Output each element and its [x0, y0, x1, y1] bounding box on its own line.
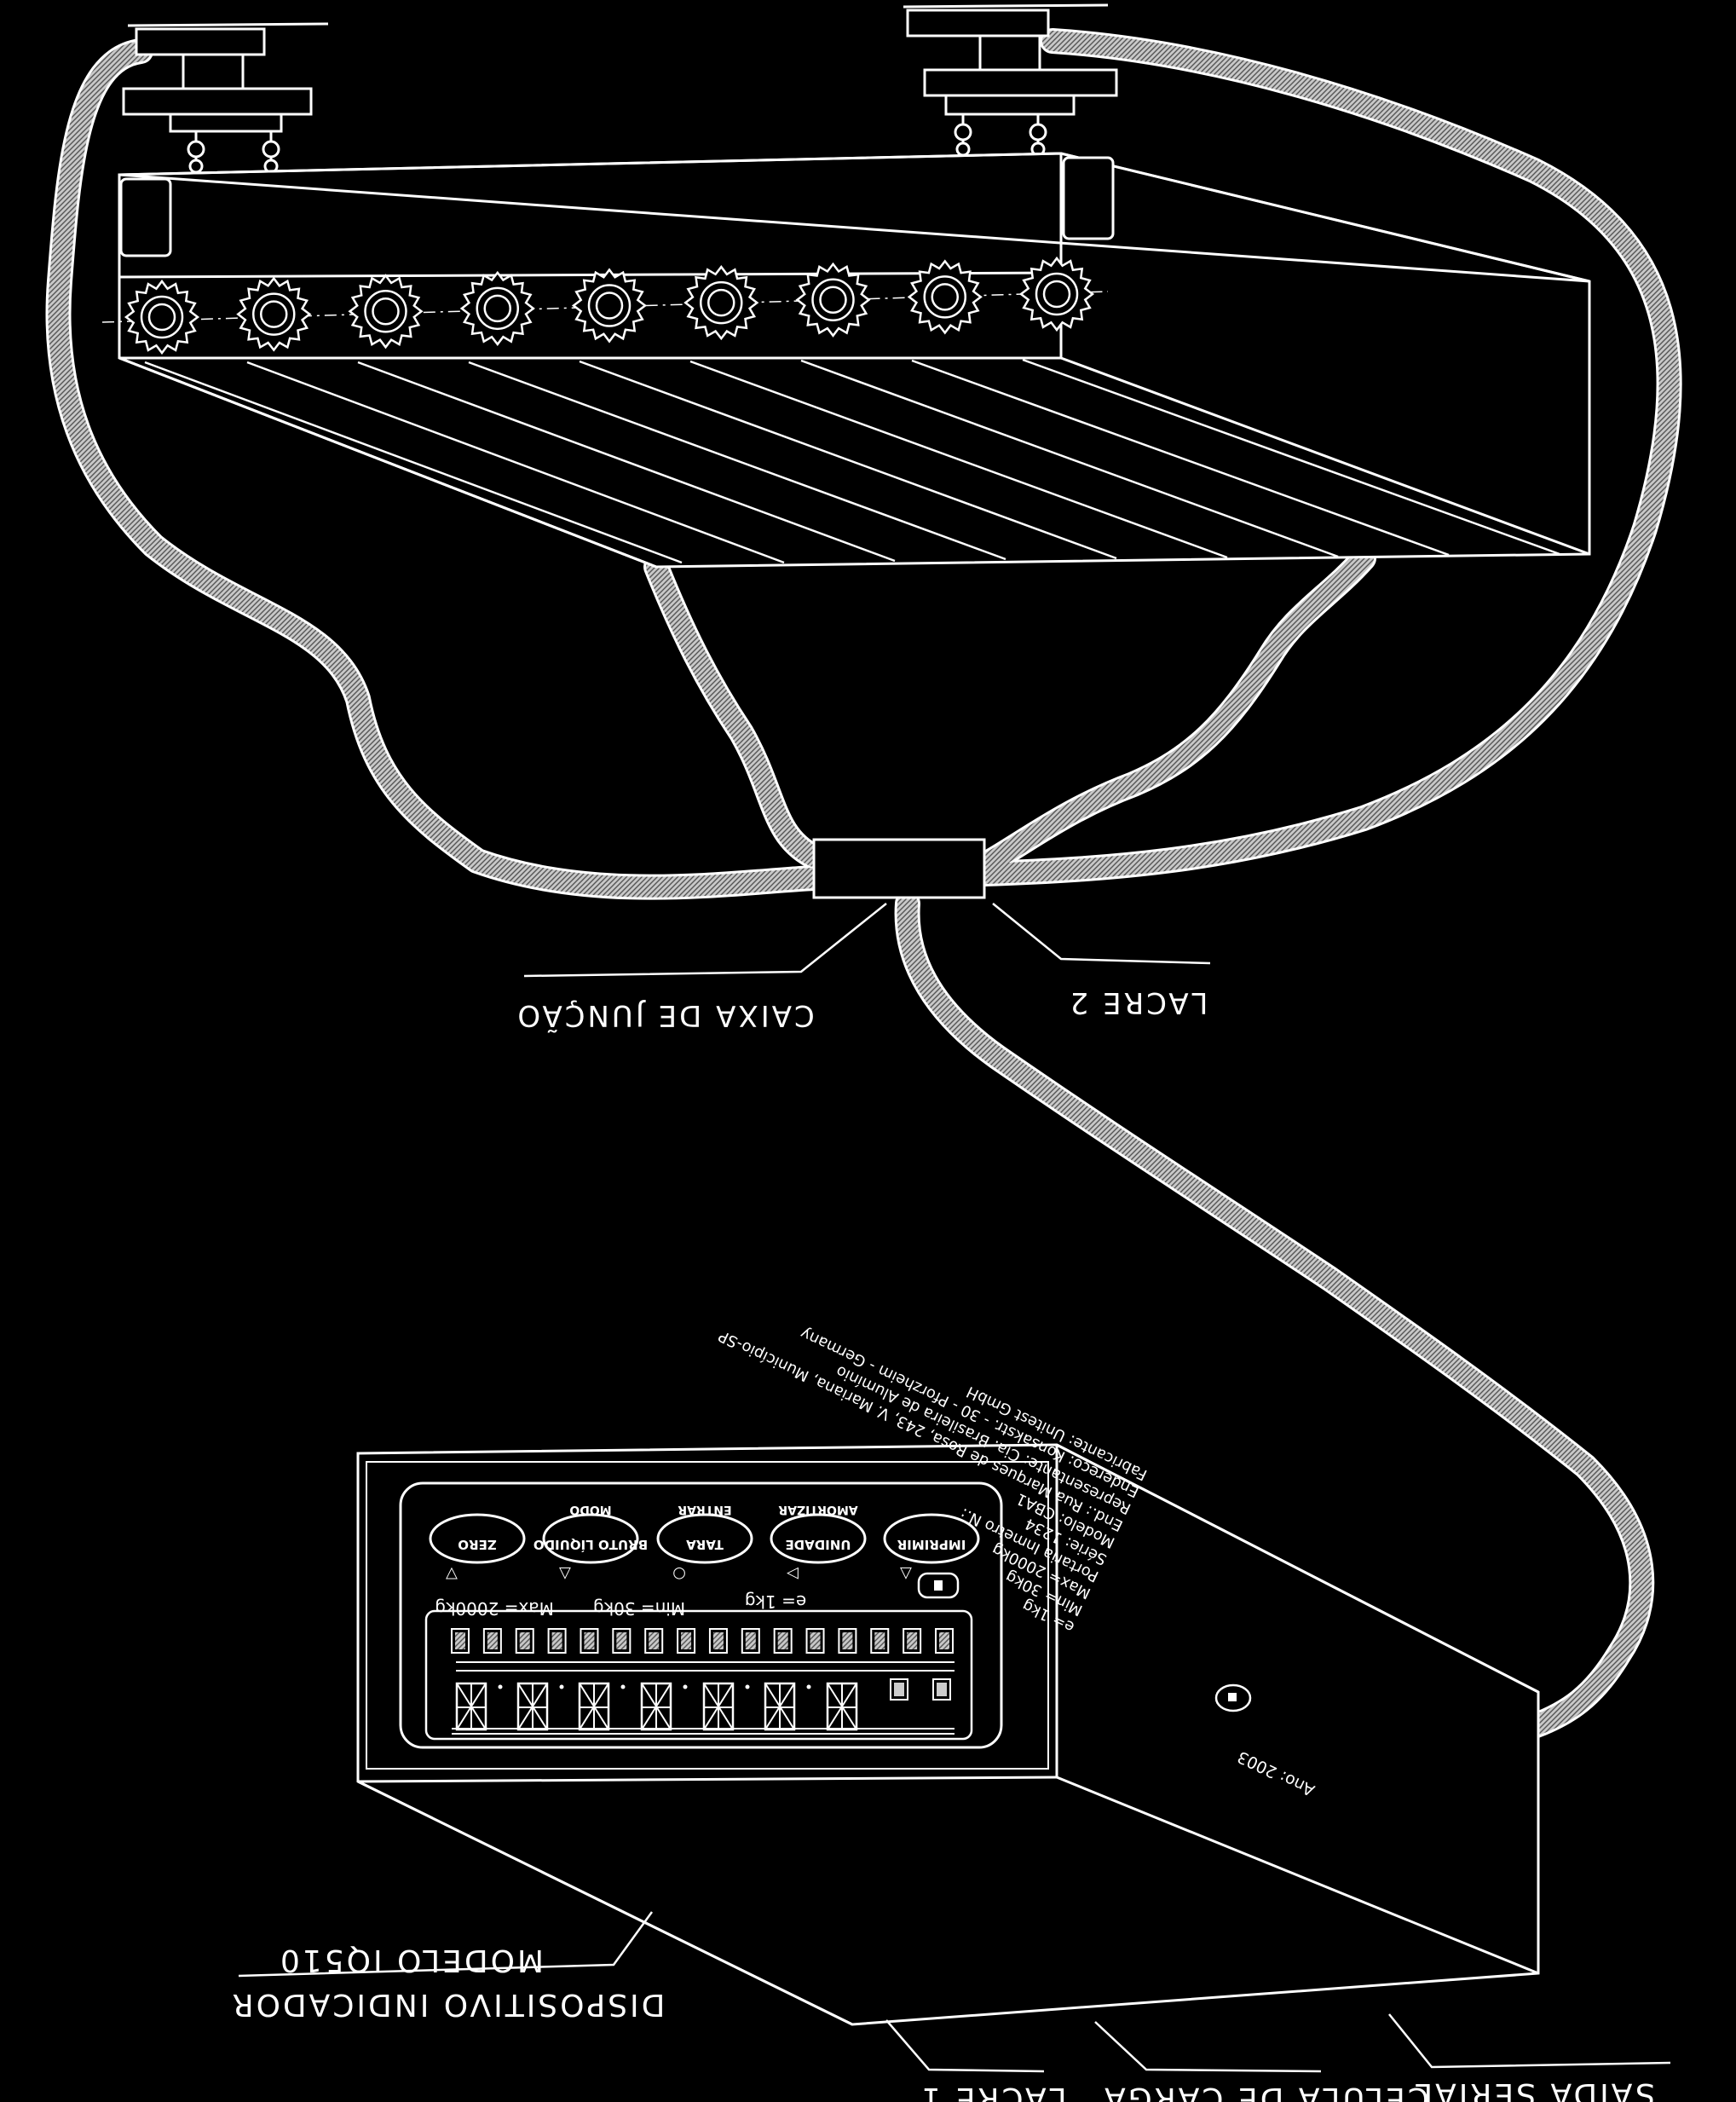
annunciator-cell [870, 1628, 890, 1654]
panel-button-label: UNIDADE [785, 1537, 851, 1552]
annunciator-cell [805, 1628, 825, 1654]
display-digit [516, 1682, 549, 1731]
label-saida-serial: SAÍDA SERIAL [1413, 2076, 1655, 2102]
annunciator-cell [677, 1628, 696, 1654]
leader-lines-top [523, 903, 1211, 978]
display-indicator [890, 1678, 908, 1701]
annunciator-cell [612, 1628, 632, 1654]
panel-button-sub-symbol: ▽ [446, 1565, 458, 1583]
display-annunciators [451, 1628, 954, 1654]
panel-button-sub-symbol: ▷ [787, 1565, 799, 1583]
panel-button-label: IMPRIMIR [897, 1537, 966, 1552]
gear-row [101, 256, 1109, 355]
display-digit [764, 1682, 796, 1731]
panel-min: Min= 30kg [593, 1598, 685, 1619]
mount-right [903, 3, 1118, 162]
panel-button-label: TARA [686, 1537, 724, 1552]
annunciator-cell [935, 1628, 954, 1654]
panel-button-sub-symbol: ○ [672, 1565, 686, 1583]
key-icon [917, 1572, 960, 1599]
annunciator-cell [547, 1628, 567, 1654]
panel-button-sub-symbol: △ [559, 1565, 571, 1583]
gear-icon [124, 279, 200, 355]
label-dispositivo: DISPOSITIVO INDICADOR [230, 1987, 666, 2022]
panel-button[interactable]: IMPRIMIR △ [883, 1513, 980, 1583]
panel-button-sub-symbol: △ [900, 1565, 912, 1583]
indicator-device [356, 1443, 1540, 2026]
display-digit [826, 1682, 858, 1731]
display-digits [455, 1678, 951, 1731]
panel-button[interactable]: UNIDADE AMORTIZAR ▷ [770, 1503, 867, 1583]
display-digit [455, 1682, 487, 1731]
gear-icon [1018, 256, 1095, 332]
mount-left [122, 22, 329, 177]
label-lacre-2: LACRE 2 [1068, 985, 1208, 1019]
panel-button[interactable]: BRUTO LÍQUIDO MODO △ [533, 1503, 648, 1583]
display-indicator [932, 1678, 951, 1701]
annunciator-cell [773, 1628, 793, 1654]
annunciator-cell [644, 1628, 664, 1654]
gear-icon [571, 268, 648, 344]
gear-icon [459, 270, 535, 346]
display-digit [578, 1682, 610, 1731]
panel-button-top-label: ENTRAR [678, 1503, 731, 1516]
label-celula-carga: CÉLULA DE CARGA [1102, 2081, 1429, 2102]
gear-icon [795, 262, 871, 338]
label-modelo: MODELO IQ510 [278, 1943, 544, 1978]
annunciator-cell [580, 1628, 599, 1654]
annunciator-cell [515, 1628, 534, 1654]
annunciator-cell [482, 1628, 502, 1654]
display-digit [640, 1682, 672, 1731]
label-caixa-juncao: CAIXA DE JUNÇÃO [515, 998, 814, 1032]
panel-button[interactable]: TARA ENTRAR ○ [656, 1503, 753, 1583]
platform [118, 3, 1591, 569]
panel-e: e= 1kg [745, 1591, 806, 1612]
panel-button[interactable]: ZERO▽ [429, 1513, 526, 1583]
annunciator-cell [451, 1628, 470, 1654]
label-lacre-1: LACRE 1 [919, 2081, 1066, 2102]
gear-icon [236, 276, 312, 352]
panel-max: Max= 2000kg [435, 1598, 554, 1619]
annunciator-cell [903, 1628, 922, 1654]
annunciator-cell [838, 1628, 857, 1654]
annunciator-cell [741, 1628, 760, 1654]
gear-icon [907, 259, 983, 335]
junction-box [812, 838, 986, 899]
side-plate-seal-icon [1214, 1683, 1252, 1712]
annunciator-cell [708, 1628, 728, 1654]
panel-button-label: BRUTO LÍQUIDO [533, 1537, 648, 1553]
gear-icon [348, 274, 424, 349]
panel-button-label: ZERO [458, 1537, 496, 1552]
panel-buttons: ZERO▽ BRUTO LÍQUIDO MODO △ TARA ENTRAR ○ UNIDAD… [429, 1503, 980, 1583]
leader-lines-bottom [238, 1911, 1671, 2073]
gear-icon [683, 265, 759, 341]
panel-button-top-label: MODO [569, 1503, 611, 1516]
cables [58, 28, 1669, 1739]
panel-button-top-label: AMORTIZAR [778, 1503, 858, 1516]
panel-ratings: Max= 2000kg Min= 30kg e= 1kg [435, 1591, 806, 1619]
display-digit [702, 1682, 735, 1731]
